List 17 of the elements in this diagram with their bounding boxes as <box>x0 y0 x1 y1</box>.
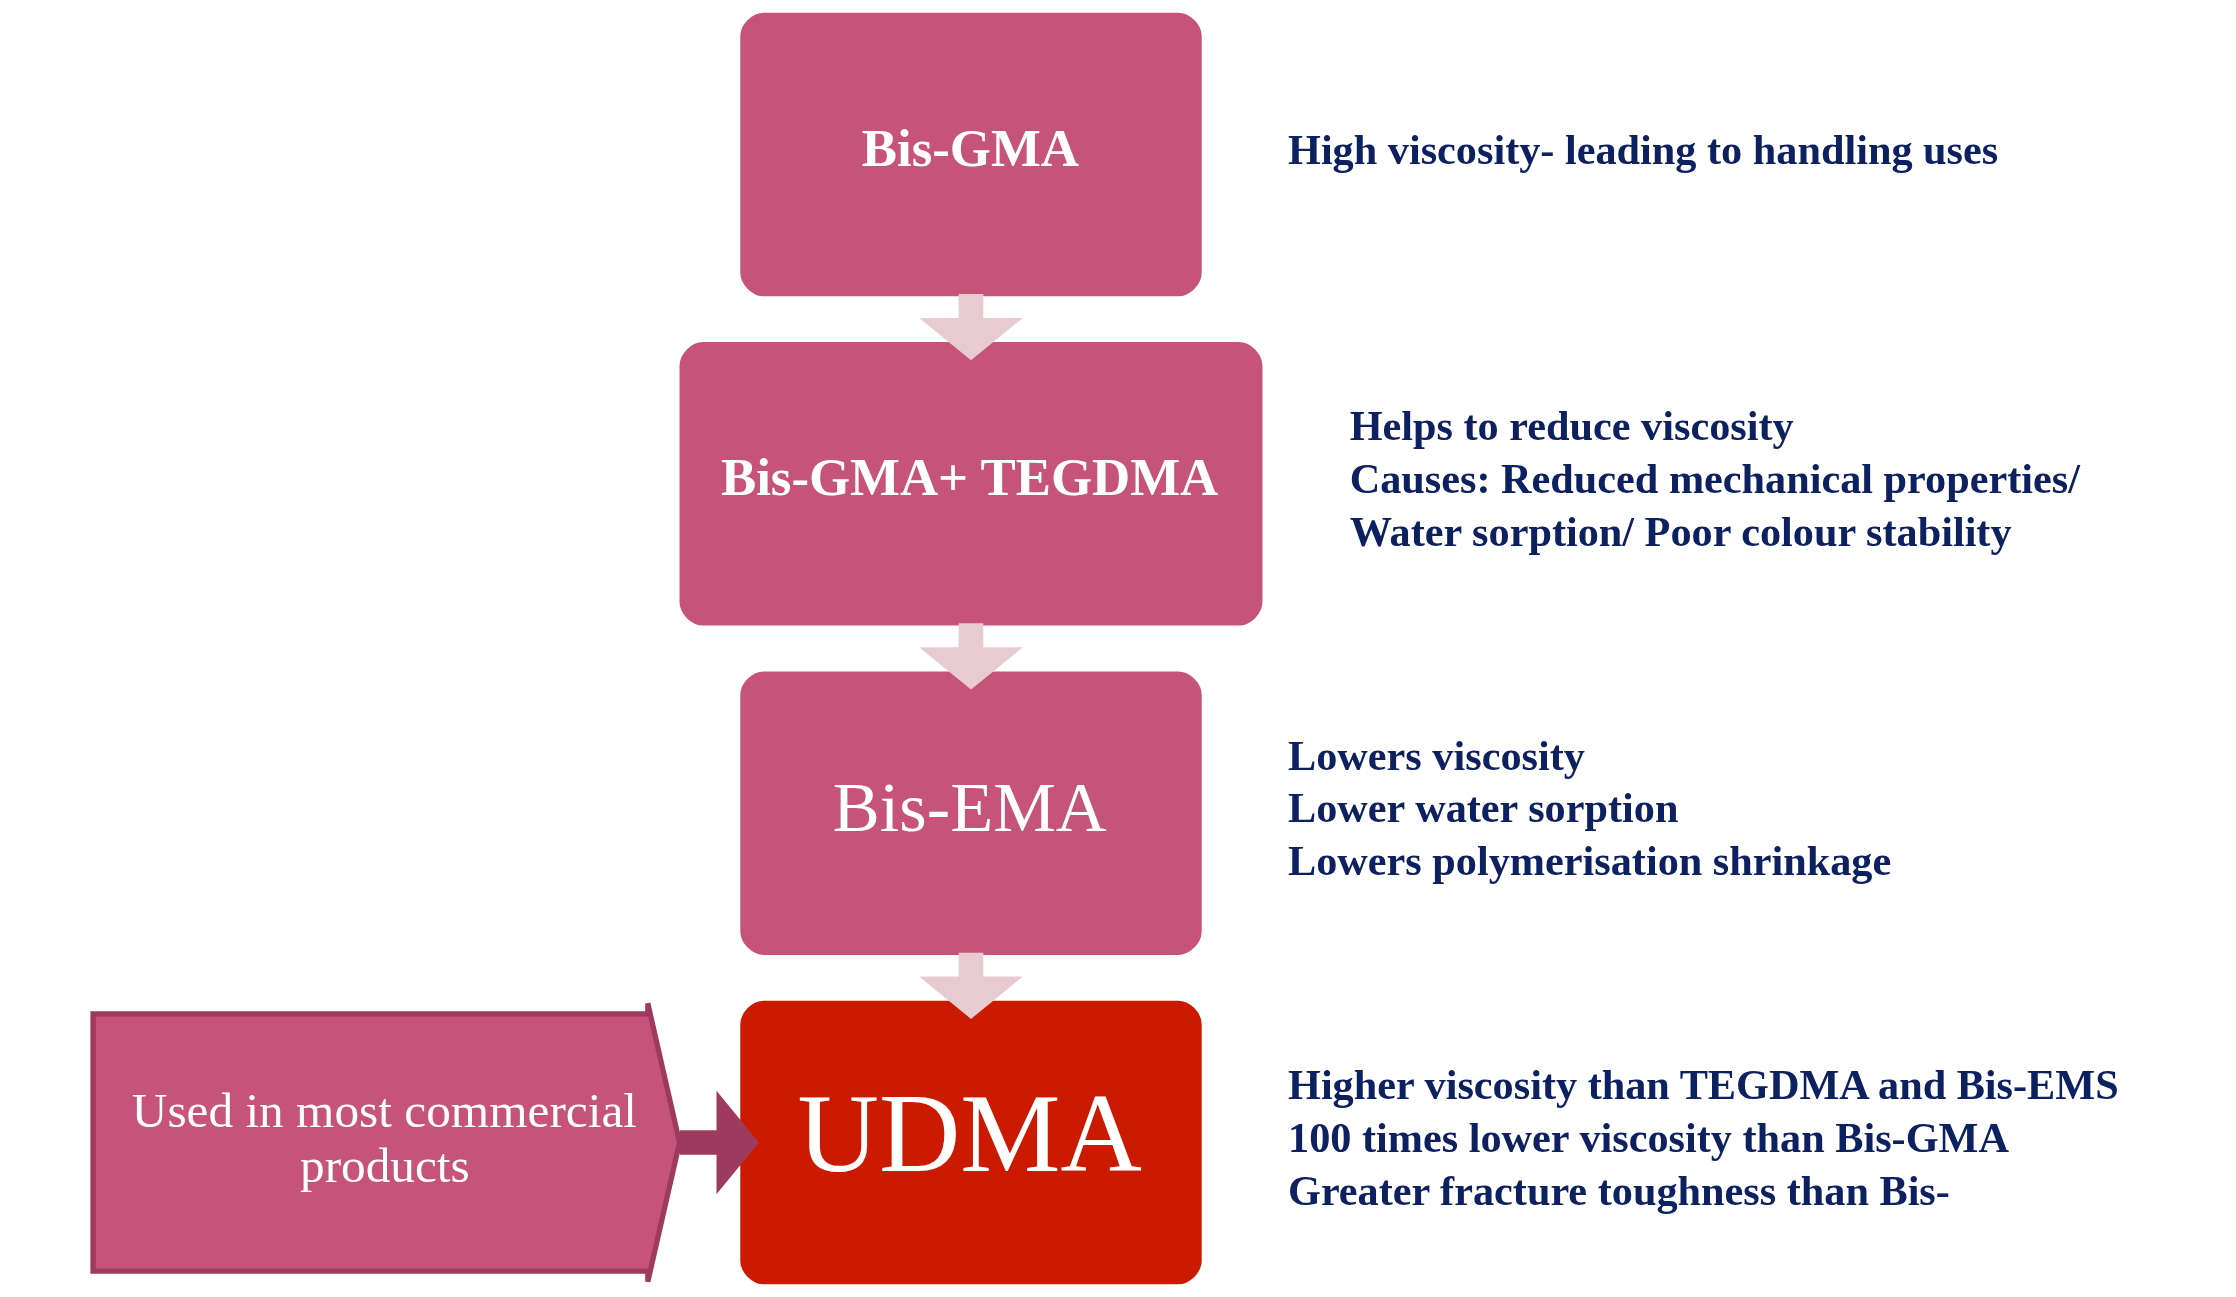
node-label: Lower water sorption <box>1287 784 1678 832</box>
node-label: High viscosity- leading to handling uses <box>1287 125 1998 173</box>
arrow <box>679 1090 759 1195</box>
arrow <box>918 623 1023 690</box>
node-label: Higher viscosity than TEGDMA and Bis-EMS <box>1287 1060 2119 1108</box>
node-box: Bis-EMA <box>739 671 1202 955</box>
node-label: Lowers viscosity <box>1287 731 1585 779</box>
arrow <box>918 293 1023 361</box>
node-label: Greater fracture toughness than Bis- <box>1287 1166 1950 1214</box>
node-label: Helps to reduce viscosity <box>1349 402 1794 450</box>
node-label: Lowers polymerisation shrinkage <box>1287 837 1891 885</box>
node-box: Bis-GMA <box>739 12 1202 297</box>
arrow <box>918 952 1023 1019</box>
node-box: UDMA <box>739 1000 1202 1285</box>
node-box: Bis-GMA+ TEGDMA <box>679 342 1262 626</box>
node-label: 100 times lower viscosity than Bis-GMA <box>1287 1113 2009 1161</box>
node-label: Causes: Reduced mechanical properties/ Water sorption/ Poor colour stability <box>1349 454 2080 555</box>
